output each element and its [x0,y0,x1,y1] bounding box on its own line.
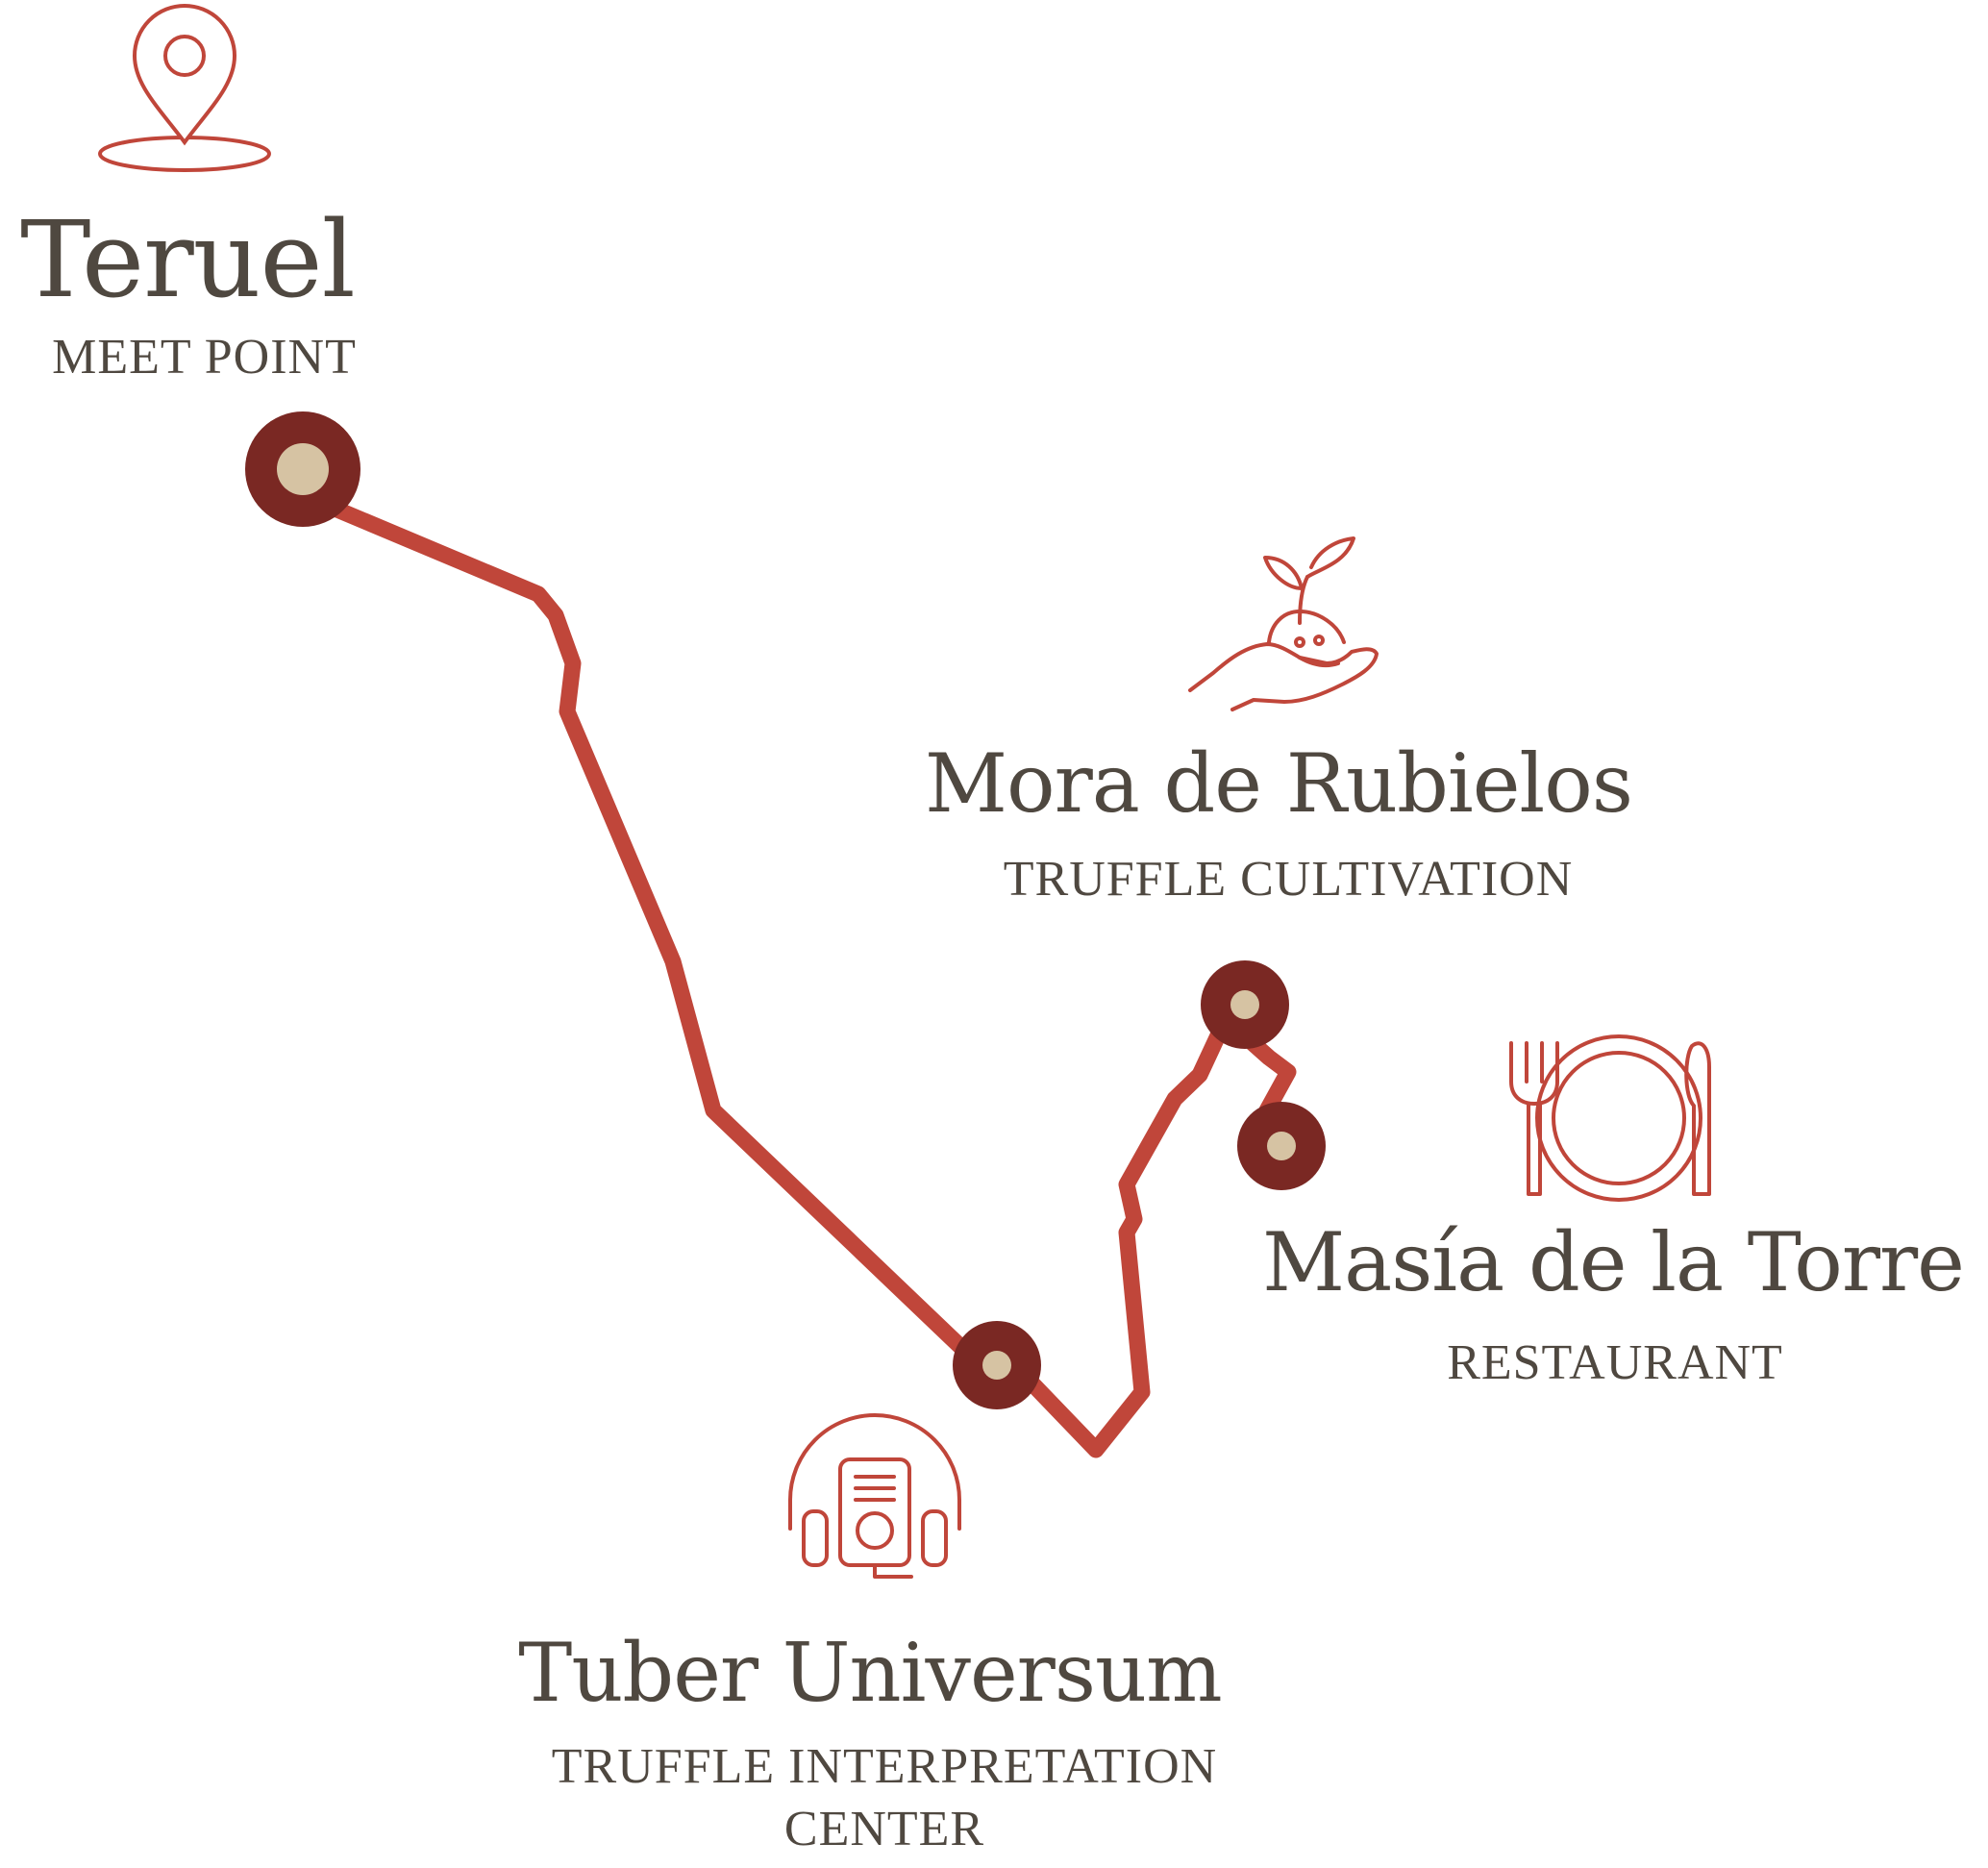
stop-subtitle-mora: TRUFFLE CULTIVATION [1003,852,1574,907]
stop-name-masia: Masía de la Torre [1262,1215,1965,1309]
audio-guide-icon [788,1413,961,1579]
stop-subtitle-tuber-line2: CENTER [783,1802,985,1856]
stop-subtitle-teruel: MEET POINT [52,330,357,385]
stop-subtitle-masia: RESTAURANT [1447,1335,1783,1390]
map-pin-icon [98,4,271,172]
route-line [294,486,1297,1458]
stop-name-mora: Mora de Rubielos [925,736,1633,831]
stop-marker-tuber[interactable] [953,1321,1041,1409]
seedling-hand-icon [1188,536,1379,711]
stop-subtitle-tuber-line1: TRUFFLE INTERPRETATION [551,1739,1218,1794]
stop-marker-teruel[interactable] [245,411,360,527]
plate-cutlery-icon [1509,1034,1711,1202]
stop-name-teruel: Teruel [20,198,356,321]
stop-marker-masia[interactable] [1237,1102,1326,1190]
stop-marker-mora[interactable] [1201,960,1289,1049]
stop-name-tuber: Tuber Universum [518,1626,1222,1720]
